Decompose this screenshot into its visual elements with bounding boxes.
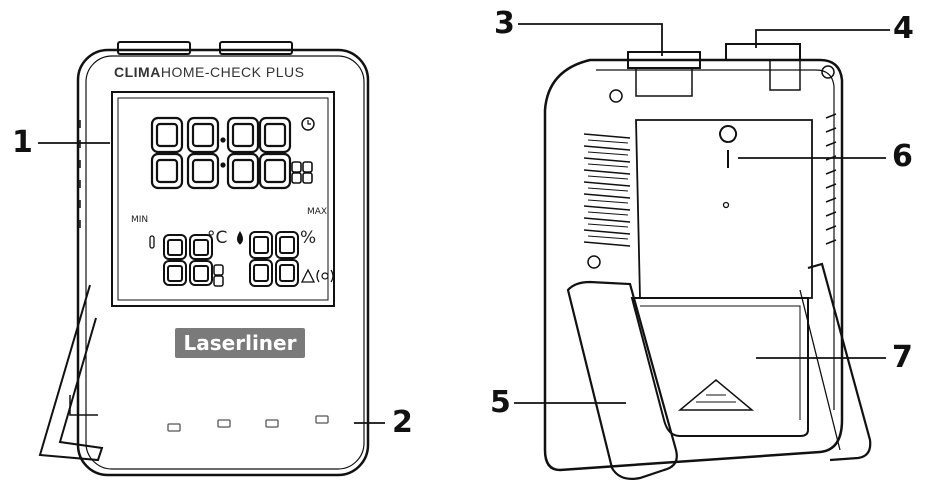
min-label: MIN <box>131 215 149 225</box>
top-button-right <box>219 41 293 55</box>
callout-1: 1 <box>12 125 33 160</box>
touch-button-4 <box>315 415 329 424</box>
front-housing <box>76 48 370 477</box>
front-touch-buttons <box>167 415 329 432</box>
callout-3: 3 <box>494 6 515 41</box>
back-housing <box>543 58 844 472</box>
back-view <box>543 43 872 480</box>
brand-name-rest: HOME-CHECK PLUS <box>160 64 305 80</box>
water-drop-icon <box>237 231 243 245</box>
wall-mount-keyhole <box>719 125 737 168</box>
callout-2: 2 <box>392 405 413 440</box>
alarm-signal-icon <box>321 272 329 280</box>
front-stand <box>38 284 104 462</box>
back-panel <box>635 119 813 299</box>
battery-cover-grip <box>677 379 755 411</box>
top-button-left <box>117 41 191 55</box>
time-digits <box>150 116 315 190</box>
brand-name-bold: CLIMA <box>114 64 161 80</box>
callout-6: 6 <box>892 139 913 174</box>
callout-7: 7 <box>892 340 913 375</box>
temperature-unit: °C <box>207 228 228 248</box>
warning-icon <box>300 268 316 283</box>
touch-button-1 <box>167 423 181 432</box>
thermometer-icon <box>149 235 155 249</box>
brand-name: CLIMAHOME-CHECK PLUS <box>114 64 304 80</box>
temperature-digits <box>149 234 224 287</box>
alarm-clock-icon <box>301 117 315 131</box>
lcd-display <box>111 91 335 307</box>
callout-leaders <box>38 23 890 424</box>
battery-compartment <box>630 297 809 437</box>
back-top-button-left <box>627 51 701 69</box>
back-stand <box>566 280 678 480</box>
callout-5: 5 <box>490 385 511 420</box>
humidity-unit: % <box>300 228 317 248</box>
left-vents <box>583 133 631 247</box>
front-view <box>38 41 370 477</box>
touch-button-2 <box>217 419 231 428</box>
touch-button-3 <box>265 419 279 428</box>
laserliner-logo: Laserliner <box>175 328 305 358</box>
back-top-button-right <box>725 43 801 61</box>
max-label: MAX <box>307 207 328 217</box>
humidity-digits <box>237 231 334 287</box>
callout-4: 4 <box>893 11 914 46</box>
